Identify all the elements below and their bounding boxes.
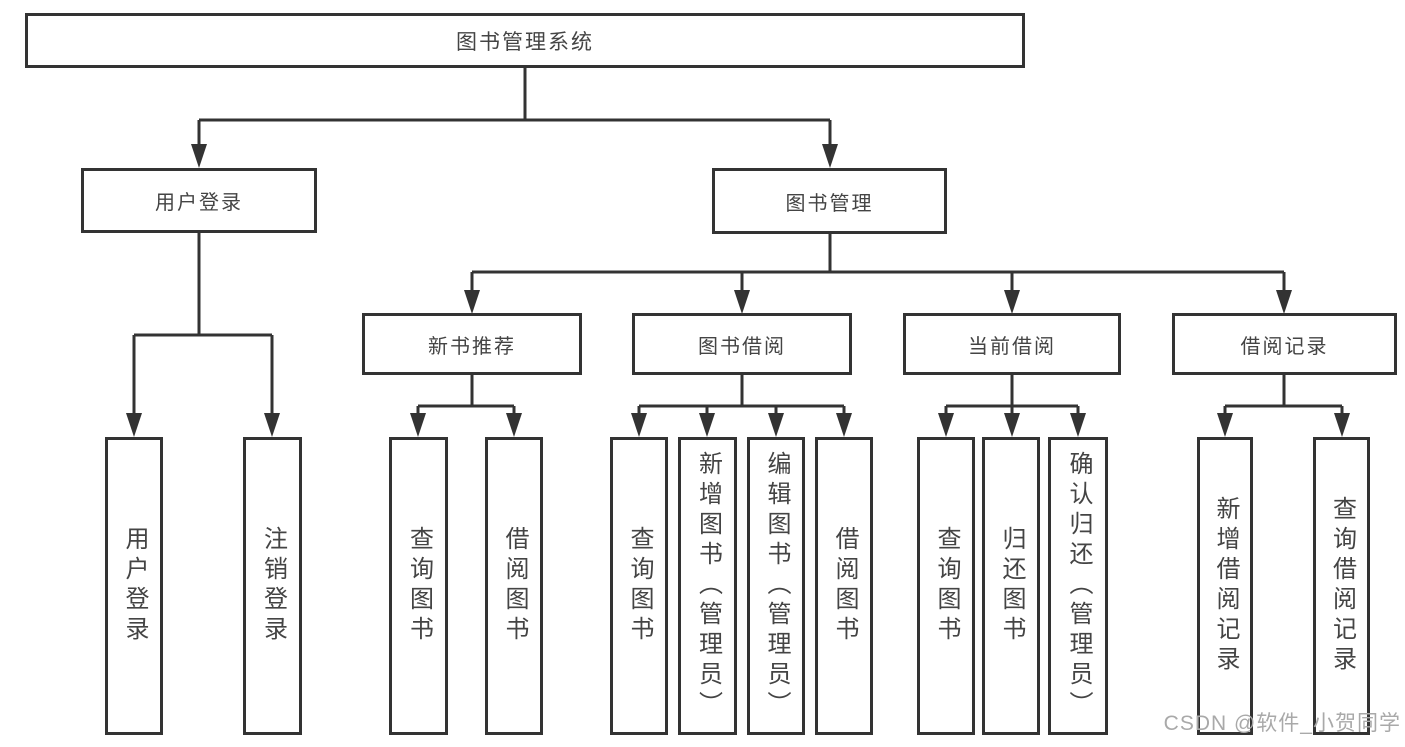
node-confirm-return-admin: 确认归还（管理员） bbox=[1048, 437, 1108, 735]
node-borrowing-records-label: 借阅记录 bbox=[1240, 335, 1329, 358]
node-edit-book-admin: 编辑图书（管理员） bbox=[747, 437, 805, 735]
node-return-book: 归还图书 bbox=[982, 437, 1040, 735]
arrowhead-icons bbox=[126, 144, 1350, 437]
node-add-book-admin-label: 新增图书（管理员） bbox=[694, 451, 722, 721]
node-current-query-books: 查询图书 bbox=[917, 437, 975, 735]
node-book-management: 图书管理 bbox=[712, 168, 947, 234]
node-library-system: 图书管理系统 bbox=[25, 13, 1025, 68]
node-borrowing-query-books: 查询图书 bbox=[610, 437, 668, 735]
node-recommend-borrow-books: 借阅图书 bbox=[485, 437, 543, 735]
node-query-borrow-record: 查询借阅记录 bbox=[1313, 437, 1370, 735]
node-borrowing-borrow-books: 借阅图书 bbox=[815, 437, 873, 735]
node-edit-book-admin-label: 编辑图书（管理员） bbox=[763, 451, 790, 721]
node-new-book-recommend: 新书推荐 bbox=[362, 313, 582, 375]
node-user-login: 用户登录 bbox=[105, 437, 163, 735]
node-current-query-books-label: 查询图书 bbox=[933, 526, 960, 646]
node-library-system-label: 图书管理系统 bbox=[456, 30, 594, 54]
node-logout-label: 注销登录 bbox=[259, 526, 287, 646]
node-book-borrowing-label: 图书借阅 bbox=[698, 335, 786, 358]
node-borrowing-query-books-label: 查询图书 bbox=[626, 526, 653, 646]
node-add-borrow-record-label: 新增借阅记录 bbox=[1212, 496, 1239, 676]
watermark: CSDN @软件_小贺同学 bbox=[1163, 712, 1401, 735]
node-recommend-borrow-books-label: 借阅图书 bbox=[501, 526, 528, 646]
node-recommend-query-books-label: 查询图书 bbox=[405, 526, 433, 646]
node-add-book-admin: 新增图书（管理员） bbox=[678, 437, 737, 735]
node-book-borrowing: 图书借阅 bbox=[632, 313, 852, 375]
node-borrowing-records: 借阅记录 bbox=[1172, 313, 1397, 375]
node-user-login-label: 用户登录 bbox=[121, 526, 148, 646]
node-book-management-label: 图书管理 bbox=[785, 192, 874, 215]
node-return-book-label: 归还图书 bbox=[998, 526, 1025, 646]
node-recommend-query-books: 查询图书 bbox=[389, 437, 448, 735]
node-add-borrow-record: 新增借阅记录 bbox=[1197, 437, 1253, 735]
node-user-login-group: 用户登录 bbox=[81, 168, 317, 233]
node-query-borrow-record-label: 查询借阅记录 bbox=[1328, 496, 1356, 676]
node-current-borrowing-label: 当前借阅 bbox=[968, 335, 1056, 358]
node-confirm-return-admin-label: 确认归还（管理员） bbox=[1065, 451, 1092, 721]
node-new-book-recommend-label: 新书推荐 bbox=[428, 335, 516, 358]
node-logout: 注销登录 bbox=[243, 437, 302, 735]
node-borrowing-borrow-books-label: 借阅图书 bbox=[831, 526, 858, 646]
node-current-borrowing: 当前借阅 bbox=[903, 313, 1121, 375]
node-user-login-group-label: 用户登录 bbox=[155, 192, 243, 214]
